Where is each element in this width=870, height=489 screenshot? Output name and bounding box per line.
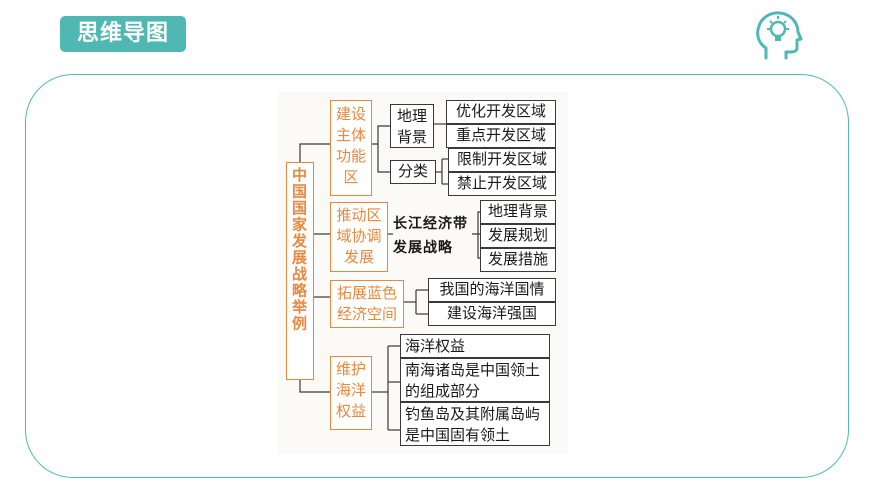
leaf-ocean-situation: 我国的海洋国情 bbox=[428, 278, 556, 302]
branch-blue-economy: 拓展蓝色 经济空间 bbox=[330, 280, 404, 328]
node-yangtze-strategy: 长江经济带 发展战略 bbox=[393, 216, 468, 256]
page-title-badge: 思维导图 bbox=[60, 16, 186, 52]
branch-main-function-zones: 建设 主体 功能 区 bbox=[330, 100, 372, 196]
connector-lines bbox=[299, 123, 480, 431]
node-classification: 分类 bbox=[390, 160, 436, 184]
leaf-yangtze-measures: 发展措施 bbox=[480, 248, 556, 272]
leaf-yangtze-planning: 发展规划 bbox=[480, 224, 556, 248]
leaf-south-china-sea-islands: 南海诸岛是中国领土的组成部分 bbox=[400, 358, 550, 402]
leaf-diaoyu-islands: 钓鱼岛及其附属岛屿是中国固有领土 bbox=[400, 402, 550, 446]
leaf-optimized-zone: 优化开发区域 bbox=[446, 100, 556, 124]
idea-head-icon bbox=[756, 11, 803, 60]
leaf-maritime-power: 建设海洋强国 bbox=[428, 302, 556, 326]
leaf-restricted-zone: 限制开发区域 bbox=[448, 148, 556, 172]
leaf-maritime-rights: 海洋权益 bbox=[400, 334, 550, 358]
branch-maritime-rights: 维护 海洋 权益 bbox=[330, 356, 372, 430]
branch-regional-coordination: 推动区 域协调 发展 bbox=[330, 202, 388, 272]
leaf-key-zone: 重点开发区域 bbox=[446, 124, 556, 148]
node-geography-background: 地理背景 bbox=[390, 104, 434, 148]
leaf-yangtze-background: 地理背景 bbox=[480, 200, 556, 224]
leaf-prohibited-zone: 禁止开发区域 bbox=[448, 172, 556, 196]
mind-map: 中国国家发展战略举例 建设 主体 功能 区 地理背景 分类 优化开发区域 重点开… bbox=[278, 92, 568, 454]
root-node: 中国国家发展战略举例 bbox=[286, 162, 314, 380]
